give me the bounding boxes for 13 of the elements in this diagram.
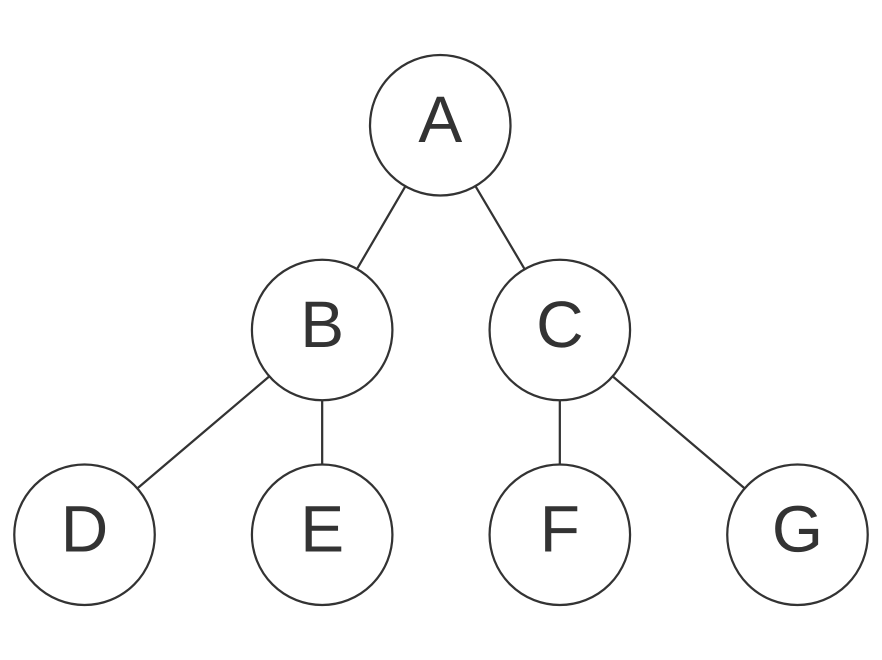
node-circle: A [368, 54, 512, 197]
node-circle: C [488, 258, 632, 402]
connector [321, 400, 324, 464]
connector [558, 400, 561, 464]
connector [136, 376, 270, 489]
connector [474, 186, 526, 270]
node-circle: G [726, 463, 869, 606]
node-circle: D [13, 463, 156, 606]
node-circle: B [250, 258, 394, 402]
connector [356, 186, 406, 269]
node-circle: E [250, 463, 394, 606]
connector [612, 376, 746, 489]
node-circle: F [488, 463, 632, 606]
